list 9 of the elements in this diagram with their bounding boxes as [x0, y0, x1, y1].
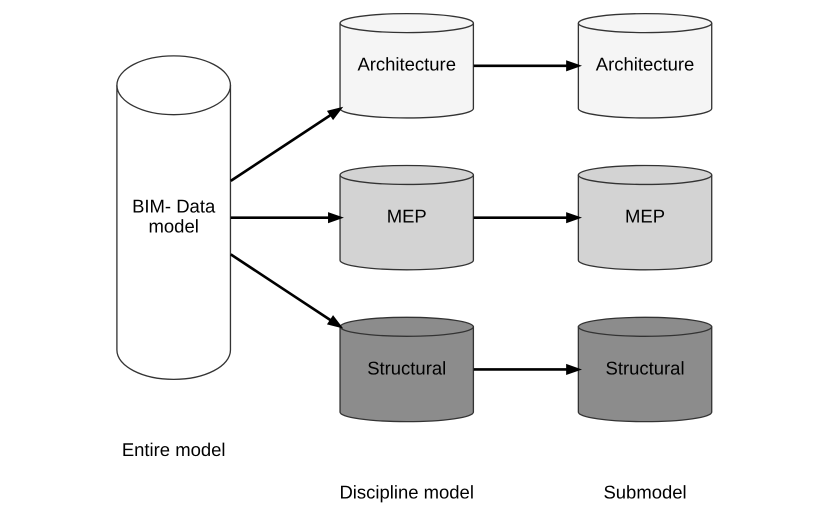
label: Entire model [121, 439, 226, 460]
arrow [230, 253, 343, 329]
label: Discipline model [338, 481, 474, 502]
arrow [230, 212, 344, 224]
arrow [473, 60, 582, 72]
arrow [473, 212, 582, 224]
label: Submodel [602, 481, 686, 502]
arrow [230, 106, 343, 182]
arrow [473, 364, 582, 376]
